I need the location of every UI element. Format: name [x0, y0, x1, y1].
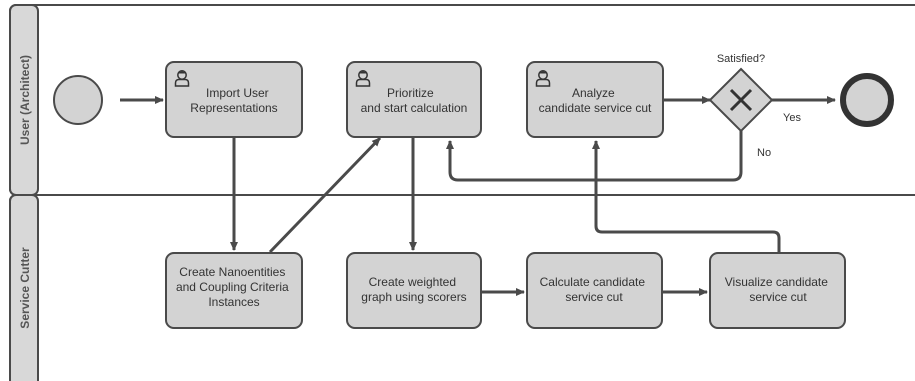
task-prioritize: Prioritize and start calculation [346, 61, 482, 138]
lane-title-user: User (Architect) [18, 55, 32, 145]
task-visualize-label: Visualize candidate service cut [725, 275, 832, 304]
lane-header-service [9, 194, 39, 381]
task-create-graph: Create weighted graph using scorers [346, 252, 482, 329]
end-event [840, 73, 894, 127]
task-create-nano-label: Create Nanoentities and Coupling Criteri… [176, 265, 292, 309]
task-prioritize-label: Prioritize and start calculation [361, 86, 468, 115]
flow-create-nano-to-prioritize [268, 136, 382, 254]
gateway-question-label: Satisfied? [717, 53, 765, 65]
sequence-flows [120, 96, 836, 296]
task-visualize: Visualize candidate service cut [709, 252, 846, 329]
gateway-no-label: No [757, 147, 771, 159]
task-analyze-label: Analyze candidate service cut [539, 86, 652, 115]
lane-title-service: Service Cutter [18, 247, 32, 329]
exclusive-gateway [708, 67, 774, 133]
gateway-yes-label: Yes [783, 112, 801, 124]
task-analyze: Analyze candidate service cut [526, 61, 664, 138]
task-calculate-label: Calculate candidate service cut [540, 275, 649, 304]
flow-gateway-no-to-prioritize [446, 130, 743, 182]
flow-visualize-to-analyze [592, 140, 781, 253]
task-calculate: Calculate candidate service cut [526, 252, 663, 329]
task-create-nanoentities: Create Nanoentities and Coupling Criteri… [165, 252, 303, 329]
task-import: Import User Representations [165, 61, 303, 138]
task-import-label: Import User Representations [190, 86, 277, 115]
task-create-graph-label: Create weighted graph using scorers [361, 275, 466, 304]
start-event [53, 75, 103, 125]
x-icon [729, 88, 753, 112]
